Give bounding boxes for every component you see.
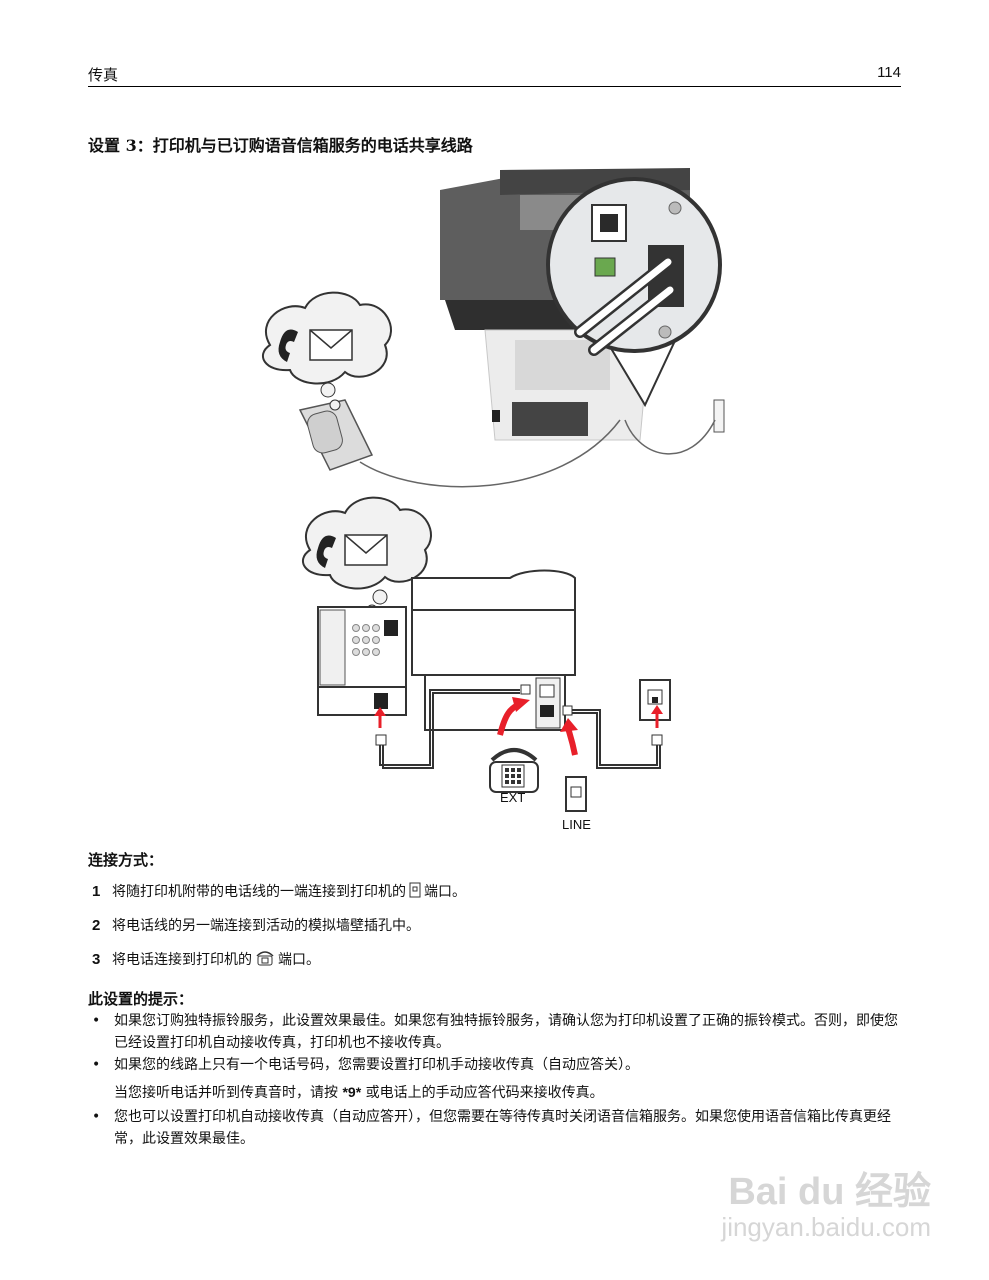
fax-thought-bubble [262, 291, 392, 411]
page-header: 传真 114 [88, 62, 901, 87]
telephone-illustration [298, 399, 374, 471]
ext-phone-illustration [489, 748, 539, 793]
setup-illustration: EXT LINE [262, 168, 725, 832]
line-port-icon [409, 882, 421, 902]
telephone-icon [255, 950, 275, 970]
tip-item: •如果您订购独特振铃服务，此设置效果最佳。如果您有独特振铃服务，请确认您为打印机… [92, 1013, 898, 1051]
line-jack-illustration [565, 776, 587, 812]
page-number: 114 [877, 64, 901, 81]
tip-note: 当您接听电话并听到传真音时，请按 *9* 或电话上的手动应答代码来接收传真。 [114, 1084, 604, 1101]
printer-outline-illustration [411, 569, 576, 731]
tips-heading: 此设置的提示： [88, 990, 194, 1008]
wall-jack-illustration [713, 399, 725, 433]
line-label: LINE [562, 817, 591, 832]
page-title: 设置 3：打印机与已订购语音信箱服务的电话共享线路 [88, 136, 473, 155]
watermark-logo: Bai du 经验 [728, 1171, 931, 1213]
ext-label: EXT [500, 790, 525, 805]
fax-machine-illustration [317, 606, 407, 716]
section-name: 传真 [88, 66, 119, 84]
watermark-url: jingyan.baidu.com [721, 1212, 931, 1242]
port-zoom-detail [546, 177, 722, 408]
connection-arrows [374, 697, 663, 756]
connect-heading: 连接方式： [88, 851, 164, 869]
tip-item: •如果您的线路上只有一个电话号码，您需要设置打印机手动接收传真（自动应答关）。 [92, 1057, 639, 1073]
wall-jack-2 [639, 679, 671, 721]
tip-item: •您也可以设置打印机自动接收传真（自动应答开），但您需要在等待传真时关闭语音信箱… [92, 1109, 891, 1147]
